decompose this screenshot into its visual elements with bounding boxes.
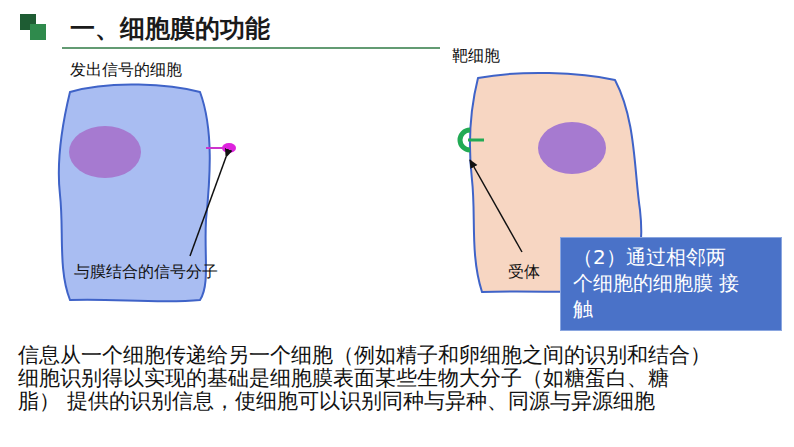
signal-stalk [206, 147, 224, 149]
part-label: 与膜结合的信号分子 [74, 262, 218, 283]
box-text: （2）通过相邻两 个细胞的细胞膜 接触 [573, 244, 747, 322]
body-text: 细胞识别得以实现的基础是细胞膜表面某些生物大分子（如糖蛋白、糖脂） 提供的识别信… [18, 367, 708, 413]
title-icon [30, 24, 46, 40]
part-label: 发出信号的细胞 [70, 60, 182, 81]
signal-molecule [222, 143, 236, 153]
nucleus [538, 122, 606, 174]
receptor [460, 130, 470, 150]
leader-line [190, 157, 226, 256]
title: 一、细胞膜的功能 [70, 12, 270, 45]
leader-line [470, 160, 522, 252]
info-box: （2）通过相邻两 个细胞的细胞膜 接触 [560, 237, 782, 331]
nucleus [69, 126, 141, 178]
title-rule [62, 47, 440, 49]
body-text: 信息从一个细胞传递给另一个细胞（例如精子和卵细胞之间的识别和结合） [18, 344, 711, 367]
part-label: 受体 [508, 262, 540, 283]
receptor-stem [468, 139, 484, 142]
part-label: 靶细胞 [452, 46, 500, 67]
